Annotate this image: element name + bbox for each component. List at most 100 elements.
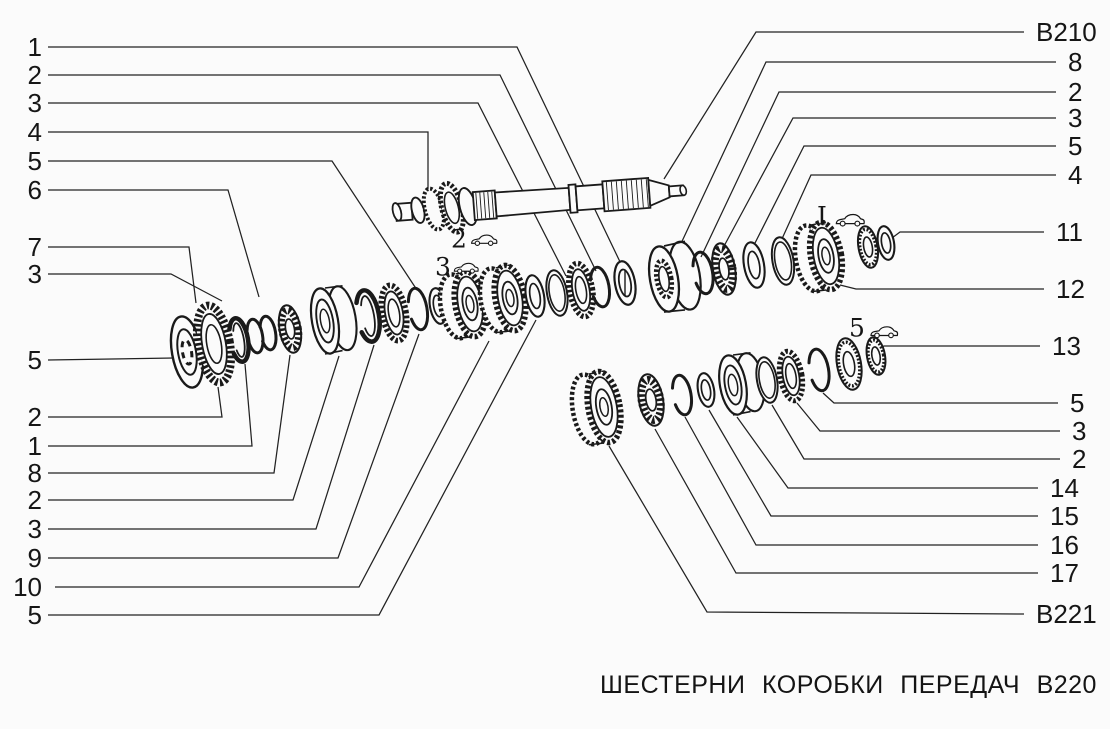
leader-line-right-4 xyxy=(780,174,1056,242)
part-splined-gear-bore xyxy=(862,236,874,258)
leader-line-right-8 xyxy=(676,61,1056,253)
part-hub-bore xyxy=(205,323,223,365)
part-synchro-ring xyxy=(354,288,382,344)
callout-right-12: 14 xyxy=(1050,473,1079,503)
part-ring-inner xyxy=(880,232,892,254)
part-washer-inner xyxy=(548,274,566,312)
leader-line-left-4 xyxy=(48,131,429,193)
leader-line-left-3 xyxy=(48,102,567,277)
part-washer-inner xyxy=(773,241,793,281)
callout-right-13: 15 xyxy=(1050,501,1079,531)
part-snap-ring xyxy=(589,265,612,309)
shaft-gear-face xyxy=(443,191,461,225)
part-snap-ring xyxy=(258,314,278,352)
leader-line-right-12 xyxy=(839,284,1044,290)
callout-right-10: 3 xyxy=(1072,416,1086,446)
part-ring-inner xyxy=(700,379,712,401)
leader-line-left-7 xyxy=(48,246,197,304)
caption-word: ПЕРЕДАЧ xyxy=(900,671,1021,699)
part-gear-hub xyxy=(821,246,831,266)
leader-line-right-5 xyxy=(752,145,1056,248)
leader-line-right-3 xyxy=(796,402,1060,432)
leader-line-left-1 xyxy=(48,46,623,267)
part-hub-bore xyxy=(574,275,588,305)
leader-line-right-14 xyxy=(736,416,1038,489)
callout-right-2: 2 xyxy=(1068,77,1082,107)
leader-line-right-11 xyxy=(887,231,1044,242)
leader-line-left-8 xyxy=(48,354,291,474)
leader-line-left-5 xyxy=(47,357,175,361)
callout-right-14: 16 xyxy=(1050,530,1079,560)
leader-line-left-2 xyxy=(48,386,223,418)
part-drum-hub xyxy=(319,308,331,334)
callout-right-0: B210 xyxy=(1036,17,1097,47)
callout-right-16: B221 xyxy=(1036,599,1097,629)
input-shaft xyxy=(391,176,688,235)
leader-line-left-2 xyxy=(48,355,340,501)
variant-label-5: 5 xyxy=(849,314,865,343)
part-washer-inner xyxy=(758,361,776,399)
part-race-bore xyxy=(658,265,670,293)
callout-right-8: 13 xyxy=(1052,331,1081,361)
car-icon xyxy=(835,213,865,227)
callout-left-11: 8 xyxy=(28,458,42,488)
callout-right-15: 17 xyxy=(1050,558,1079,588)
leader-line-left-3 xyxy=(48,344,375,530)
part-splined-gear-bore xyxy=(842,350,856,378)
callout-left-6: 7 xyxy=(28,232,42,262)
shaft-tip-cap xyxy=(679,184,688,197)
callout-left-2: 3 xyxy=(28,88,42,118)
part-gear-hub xyxy=(465,294,475,314)
part-ring-inner xyxy=(747,250,761,280)
caption-word: ШЕСТЕРНИ xyxy=(600,671,746,699)
part-splined-gear-bore xyxy=(870,346,882,366)
callout-left-1: 2 xyxy=(28,60,42,90)
leader-line-left-5 xyxy=(48,319,537,616)
callout-right-6: 11 xyxy=(1056,217,1083,247)
leader-line-left-3 xyxy=(48,273,223,302)
variant-label-3: 3 xyxy=(435,253,451,282)
callout-right-1: 8 xyxy=(1068,47,1082,77)
callout-right-5: 4 xyxy=(1068,160,1082,190)
part-snap-ring xyxy=(245,317,265,355)
leader-line-right-13 xyxy=(872,345,1040,353)
callout-right-3: 3 xyxy=(1068,103,1082,133)
leader-line-right-15 xyxy=(708,409,1038,517)
caption-word: КОРОБКИ xyxy=(761,671,884,699)
leader-line-left-10 xyxy=(55,340,490,588)
callout-left-8: 5 xyxy=(28,345,42,375)
part-gear-hub xyxy=(598,397,610,417)
part-gear-hub xyxy=(505,288,515,308)
leader-line-left-5 xyxy=(48,160,418,291)
callout-left-15: 10 xyxy=(13,572,42,602)
car-icon xyxy=(453,262,479,274)
figure-caption: ШЕСТЕРНИ КОРОБКИ ПЕРЕДАЧ В220 xyxy=(600,671,1097,700)
leader-line-right-3 xyxy=(722,117,1056,249)
callout-left-13: 3 xyxy=(28,514,42,544)
part-bearing-inner xyxy=(284,318,296,340)
variant-label-2: 2 xyxy=(451,225,467,254)
callout-left-14: 9 xyxy=(28,543,42,573)
callout-left-7: 3 xyxy=(28,259,42,289)
callout-left-16: 5 xyxy=(28,600,42,630)
callout-right-4: 5 xyxy=(1068,131,1082,161)
callout-left-4: 5 xyxy=(28,146,42,176)
part-cup-detail xyxy=(180,338,194,366)
leader-line-right-16 xyxy=(684,416,1038,546)
part-hub-bore xyxy=(784,362,798,390)
callout-left-5: 6 xyxy=(28,175,42,205)
leader-line-right-17 xyxy=(654,428,1038,574)
part-bearing-inner xyxy=(718,257,730,281)
caption-drawing-code: В220 xyxy=(1036,671,1097,699)
callout-left-10: 1 xyxy=(28,431,42,461)
shaft-ring xyxy=(410,196,426,224)
shaft-nose-cap xyxy=(391,202,403,222)
callout-left-9: 2 xyxy=(28,402,42,432)
leader-line-right-2 xyxy=(771,404,1060,460)
part-synchro-ring xyxy=(227,316,251,364)
part-snap-ring xyxy=(807,347,831,393)
leader-line-right-5 xyxy=(822,392,1058,404)
part-synchro-ring-inner xyxy=(360,295,376,337)
part-bearing-inner xyxy=(644,388,658,412)
